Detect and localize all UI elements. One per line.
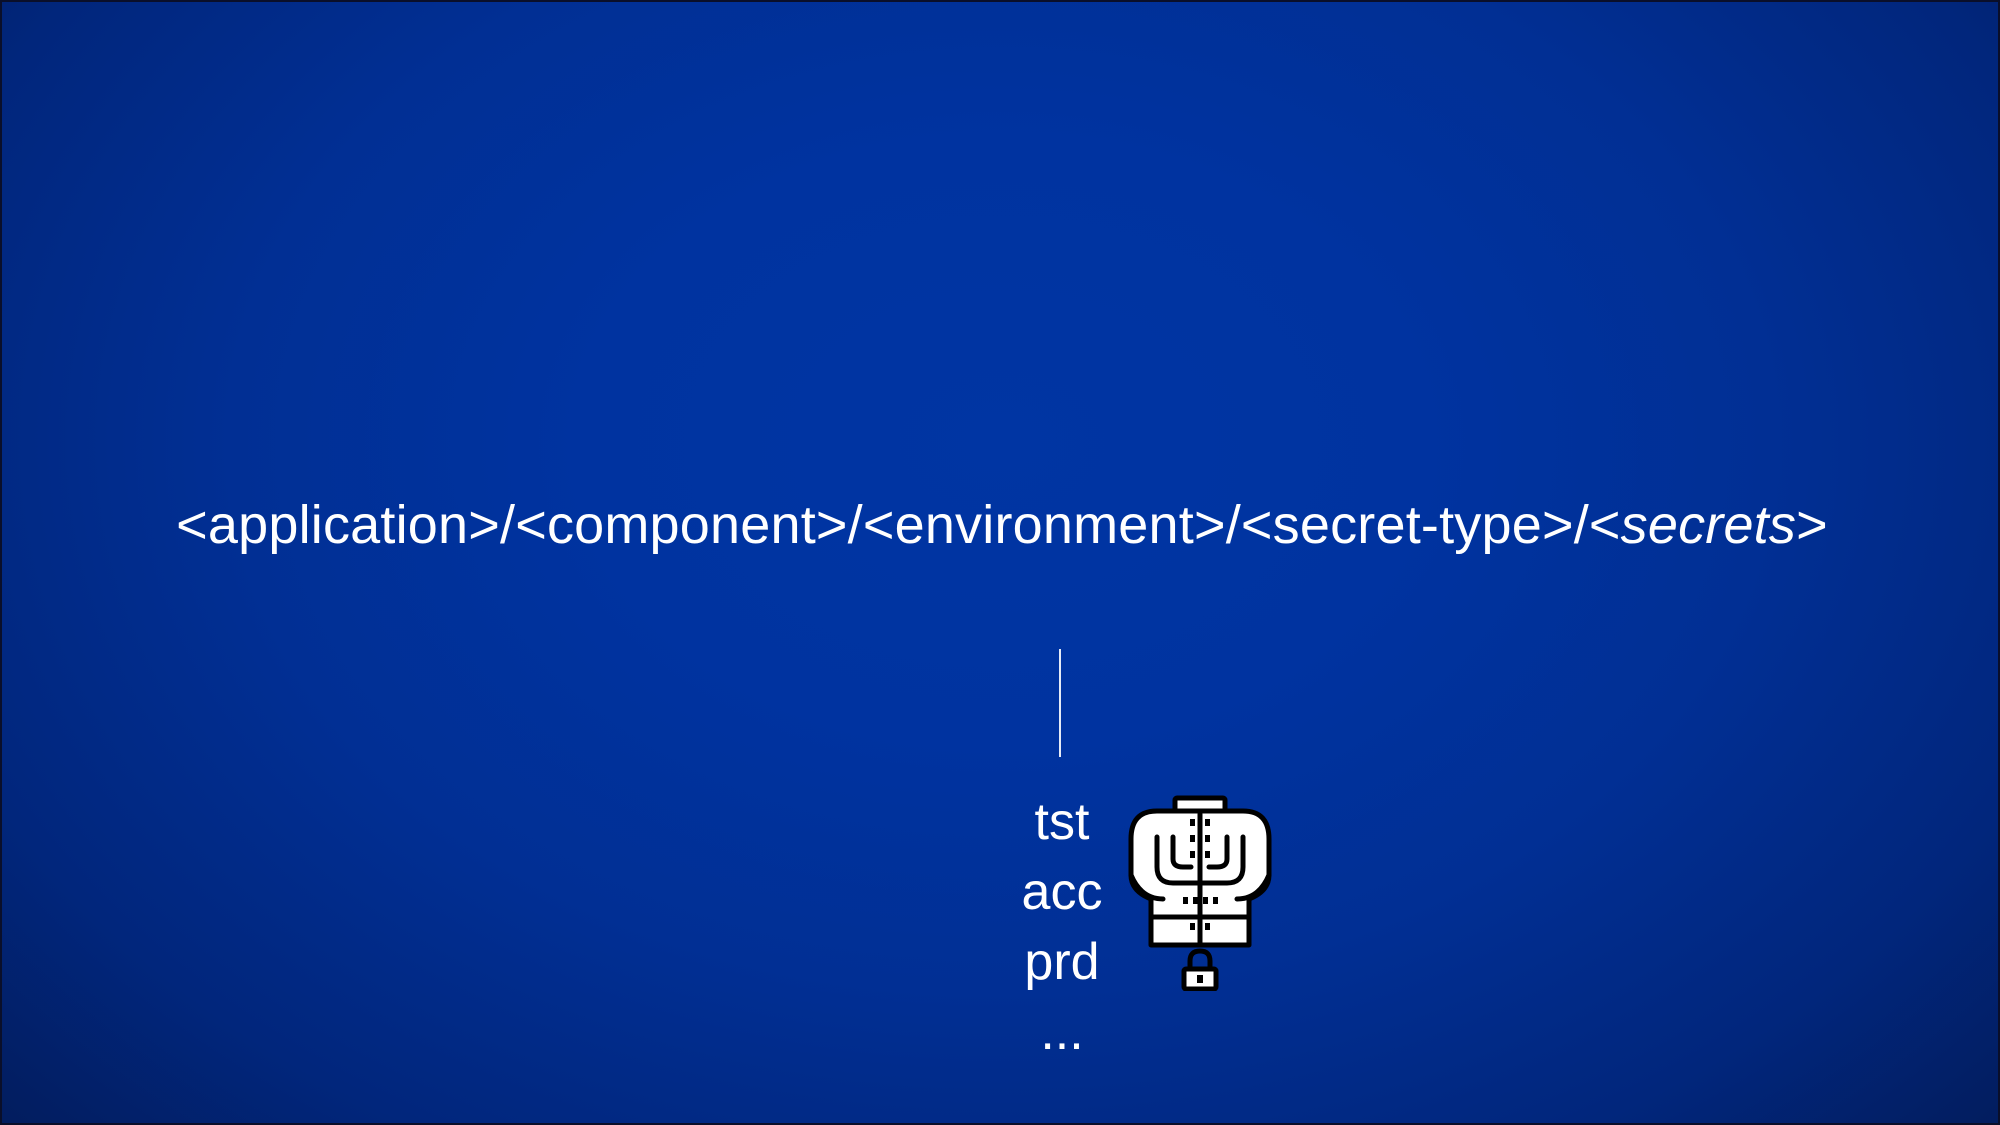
environment-connector-line xyxy=(1059,649,1061,757)
straitjacket-lock-icon xyxy=(1128,795,1272,991)
path-separator: / xyxy=(847,495,863,555)
environment-item-acc: acc xyxy=(1021,863,1103,921)
environment-item-more: ... xyxy=(1040,1003,1084,1061)
path-separator: / xyxy=(1225,495,1241,555)
environment-item-tst: tst xyxy=(1034,793,1090,851)
path-secret-type: <secret-type> xyxy=(1240,495,1574,555)
path-separator: /< xyxy=(1573,495,1621,555)
path-secrets: secrets xyxy=(1620,495,1797,555)
path-separator: / xyxy=(500,495,516,555)
path-component: <component> xyxy=(515,495,848,555)
path-environment: <environment> xyxy=(862,495,1226,555)
environment-list: tst acc prd ... xyxy=(982,787,1142,1067)
environment-item-prd: prd xyxy=(1024,933,1100,991)
path-application: <application> xyxy=(176,495,500,555)
secret-path-pattern: <application>/<component>/<environment>/… xyxy=(2,490,1998,560)
path-close-bracket: > xyxy=(1796,495,1828,555)
